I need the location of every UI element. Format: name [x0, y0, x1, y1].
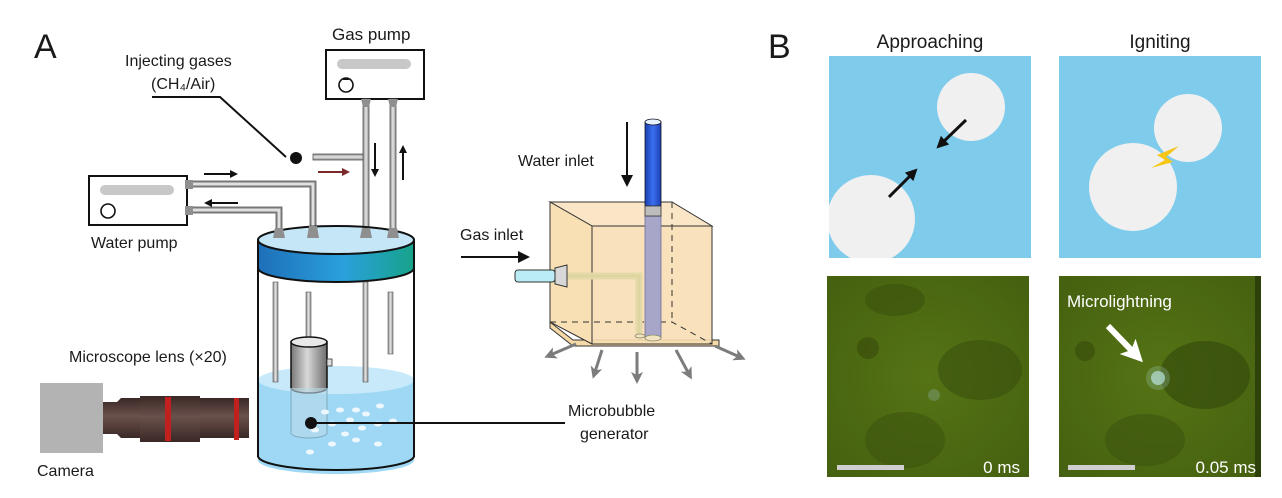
gas-pump-body [325, 49, 425, 100]
camera-label: Camera [37, 463, 94, 480]
water-pump: Water pump [88, 175, 188, 252]
gas-pump-label: Gas pump [332, 25, 410, 44]
reactor-vessel [257, 225, 415, 474]
lens-red-ring-2 [234, 398, 239, 440]
injection-point-dot [290, 152, 302, 164]
igniting-schematic [1059, 56, 1261, 258]
outflow-arrows [544, 342, 746, 384]
gas-inlet-tube [514, 269, 556, 283]
camera-body [40, 383, 103, 453]
water-inlet-tube [644, 121, 662, 207]
lens-red-ring [165, 397, 171, 441]
vessel-water [258, 380, 414, 474]
water-pump-body [88, 175, 188, 226]
bubble-small [937, 73, 1005, 141]
water-inlet-label: Water inlet [518, 153, 594, 170]
micrograph-005ms: Microlightning 0.05 ms [1059, 276, 1261, 477]
timestamp-0ms: 0 ms [983, 458, 1020, 477]
panel-a: A Gas pump Injecting gases (CH₄/Air) Wat… [34, 25, 746, 480]
scale-bar [1068, 465, 1135, 470]
injecting-gases-formula: (CH₄/Air) [151, 76, 215, 93]
generator-housing [290, 341, 328, 394]
gas-pipe-down [362, 98, 370, 238]
microlightning-flash [1151, 371, 1165, 385]
injecting-gases-label: Injecting gases [125, 53, 232, 70]
microlightning-arrow-icon [1105, 323, 1143, 363]
igniting-title: Igniting [1129, 32, 1190, 53]
approaching-schematic [829, 56, 1031, 258]
bubble-large [829, 175, 915, 258]
panel-a-letter: A [34, 28, 57, 66]
microlightning-label: Microlightning [1067, 292, 1172, 311]
scale-bar [837, 465, 904, 470]
timestamp-005ms: 0.05 ms [1196, 458, 1256, 477]
water-pump-dial-icon [100, 203, 116, 219]
water-pump-label: Water pump [91, 235, 178, 252]
gas-pipe-up [389, 98, 397, 238]
microscope-lens: Microscope lens (×20) [69, 349, 249, 442]
generator-detail: Water inlet Gas inlet [460, 118, 746, 384]
bubble-large [1089, 143, 1177, 231]
injecting-gases-leader-line [152, 96, 287, 158]
panel-b: B Approaching Igniting 0 [768, 28, 1261, 477]
gas-pump: Gas pump [325, 25, 425, 100]
approach-arrow-up-icon [887, 168, 918, 199]
bubble-small [1154, 94, 1222, 162]
panel-b-letter: B [768, 28, 791, 66]
camera: Camera [37, 383, 103, 480]
approach-arrow-down-icon [936, 118, 968, 149]
micrograph-0ms: 0 ms [827, 276, 1029, 477]
water-pump-display [100, 185, 174, 195]
approaching-title: Approaching [877, 32, 984, 53]
microbubble-label-2: generator [580, 426, 649, 443]
microbubble-label: Microbubble [568, 403, 655, 420]
gas-inlet-label: Gas inlet [460, 227, 524, 244]
microscope-lens-label: Microscope lens (×20) [69, 349, 227, 366]
gas-injection-pipe [312, 153, 364, 161]
gas-pump-dial-icon [338, 77, 354, 93]
gas-pump-display [337, 59, 411, 69]
spark-icon [1151, 146, 1179, 168]
